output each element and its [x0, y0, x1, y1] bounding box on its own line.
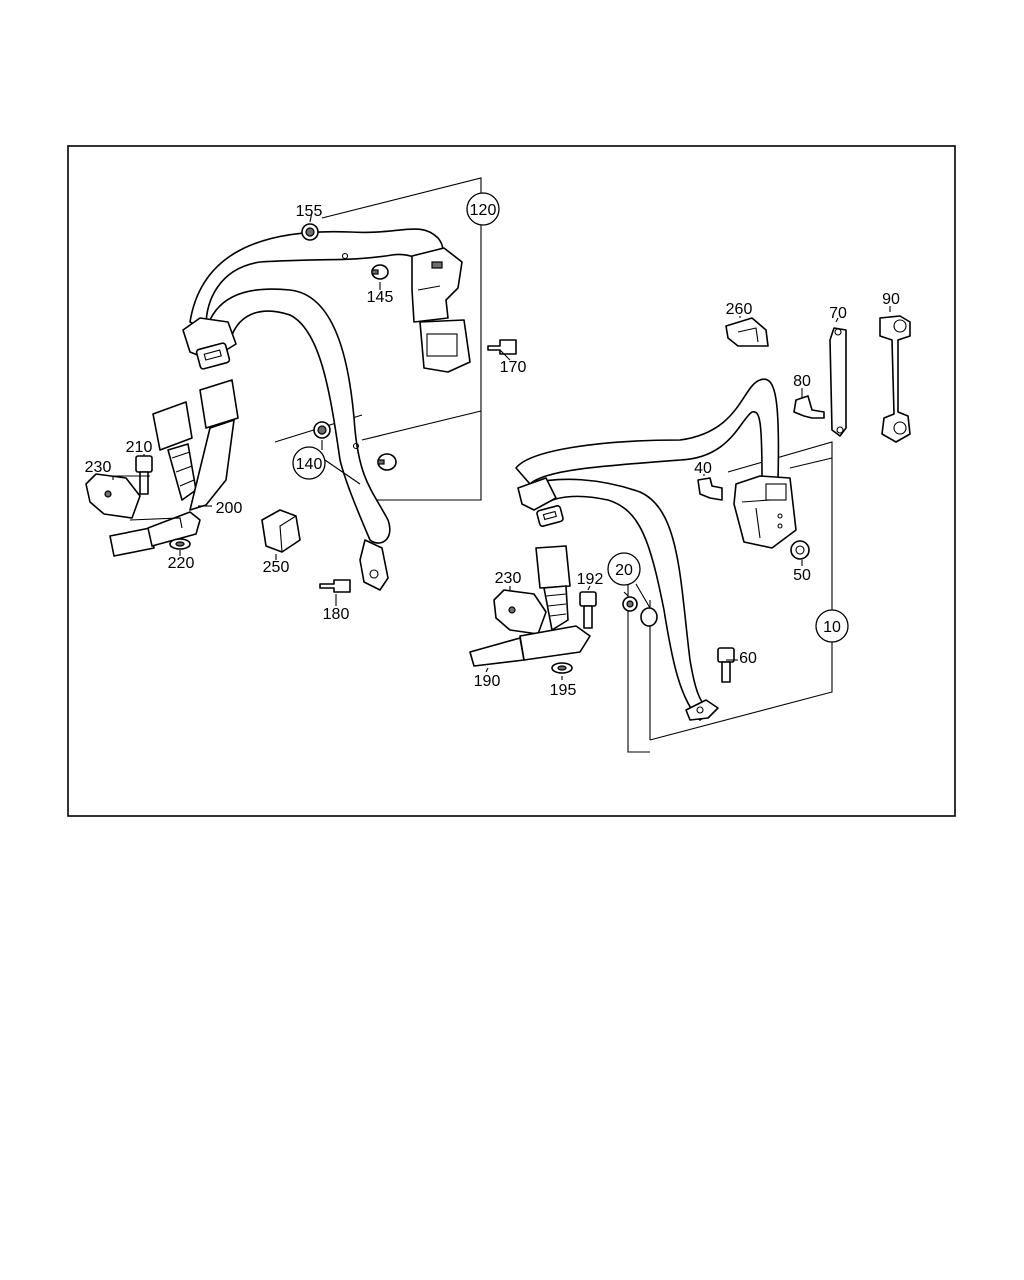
- callout-260: 260: [726, 301, 753, 318]
- callout-200: 200: [216, 500, 243, 517]
- callout-120-circle: [466, 192, 500, 226]
- callout-190: 190: [474, 673, 501, 690]
- callout-120: 120: [470, 202, 497, 219]
- left-belt-assembly: [85, 177, 517, 593]
- callout-170: 170: [500, 359, 527, 376]
- callout-230-left: 230: [85, 459, 112, 476]
- right-belt-assembly: [469, 315, 911, 753]
- callout-180: 180: [323, 606, 350, 623]
- callout-60: 60: [739, 650, 757, 667]
- callout-10: 10: [823, 619, 841, 636]
- callout-210: 210: [126, 439, 153, 456]
- leader-lines: [112, 211, 891, 680]
- callout-220: 220: [168, 555, 195, 572]
- callout-70: 70: [829, 305, 847, 322]
- callout-90: 90: [882, 291, 900, 308]
- callout-40: 40: [694, 460, 712, 477]
- callout-250: 250: [263, 559, 290, 576]
- diagram-frame: [67, 145, 956, 817]
- callout-140: 140: [296, 456, 323, 473]
- callout-192: 192: [577, 571, 604, 588]
- callout-80: 80: [793, 373, 811, 390]
- callout-155: 155: [296, 203, 323, 220]
- callout-145: 145: [367, 289, 394, 306]
- callout-230-right: 230: [495, 570, 522, 587]
- callout-20-circle: [607, 552, 641, 586]
- callout-195: 195: [550, 682, 577, 699]
- callout-10-circle: [815, 609, 849, 643]
- callout-140-circle: [292, 446, 326, 480]
- callout-20: 20: [615, 562, 633, 579]
- callout-labels: 155 120 145 170 140 210 230 200 220 250 …: [85, 192, 900, 699]
- callout-50: 50: [793, 567, 811, 584]
